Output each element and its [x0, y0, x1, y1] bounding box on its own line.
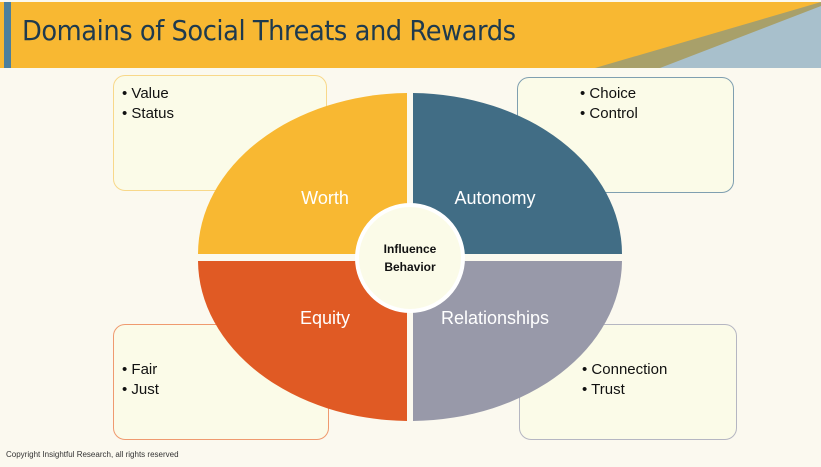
equity-quadrant: [198, 261, 407, 421]
title-banner: Domains of Social Threats and Rewards: [0, 2, 821, 68]
relationships-quadrant: [413, 261, 622, 421]
list-item: Connection: [582, 360, 736, 380]
worth-quadrant: [198, 93, 407, 254]
list-item: Fair: [122, 360, 328, 380]
relationships-label: Relationships: [441, 308, 549, 328]
autonomy-quadrant: [413, 93, 622, 254]
list-item: Value: [122, 84, 326, 104]
copyright-notice: Copyright Insightful Research, all right…: [6, 450, 179, 459]
list-item: Status: [122, 104, 326, 124]
worth-label: Worth: [301, 188, 349, 208]
list-item: Choice: [580, 84, 733, 104]
autonomy-label: Autonomy: [454, 188, 535, 208]
center-label-line1: Influence: [384, 242, 437, 256]
banner-decoration: [595, 2, 821, 68]
list-item: Just: [122, 380, 328, 400]
center-circle: [355, 203, 465, 313]
center-label-line2: Behavior: [384, 260, 436, 274]
title-accent-bar: [4, 2, 11, 68]
list-item: Control: [580, 104, 733, 124]
list-item: Trust: [582, 380, 736, 400]
equity-label: Equity: [300, 308, 350, 328]
page-title: Domains of Social Threats and Rewards: [22, 14, 516, 47]
